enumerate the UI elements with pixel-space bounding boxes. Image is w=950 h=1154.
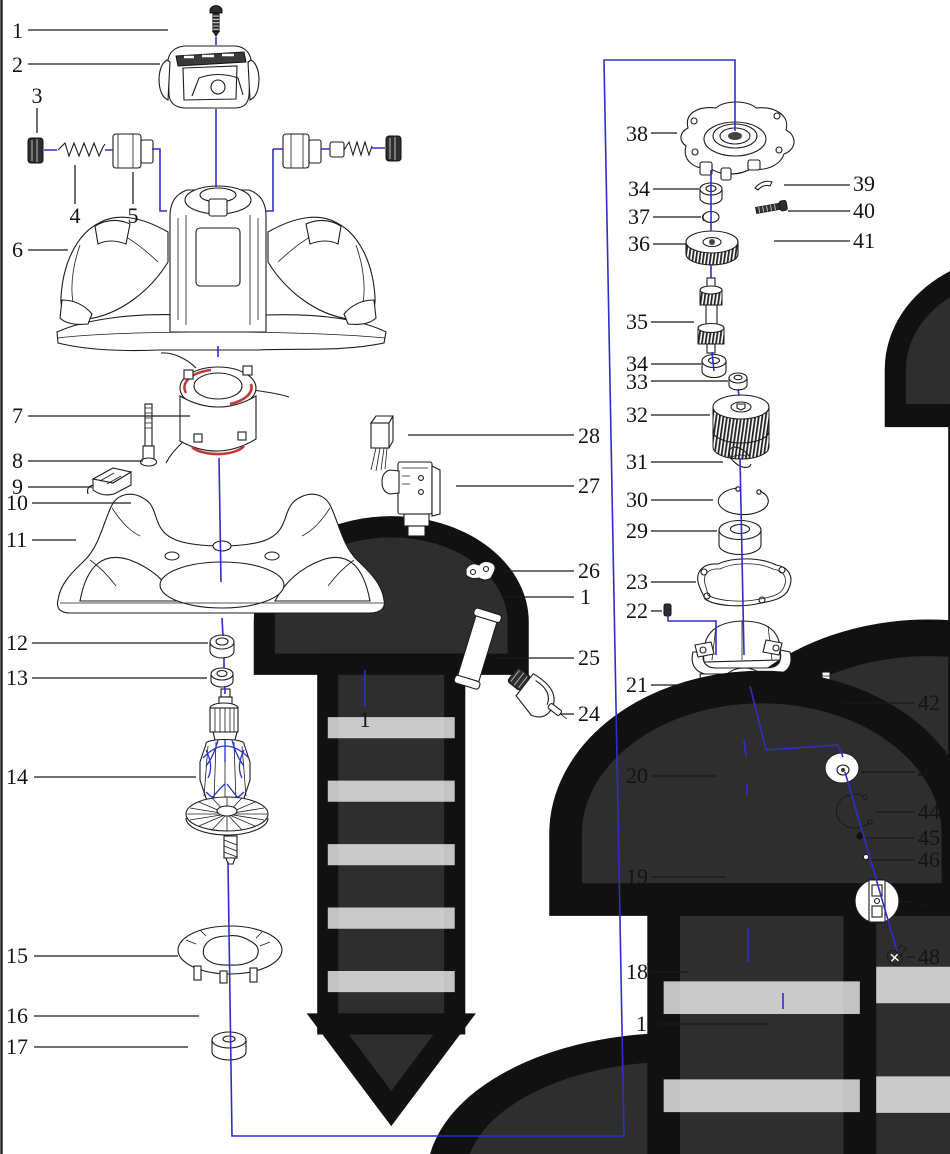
callout-10: 10 [6,490,28,515]
part-43-knob-disc [824,752,860,784]
part-8-long-screw [139,403,158,467]
callout-37: 37 [628,204,650,229]
part-22-pin [663,603,672,617]
callout-32: 32 [626,402,648,427]
part-30-circlip [717,486,769,516]
callout-27: 27 [578,473,600,498]
part-24-power-plug [507,667,567,720]
callout-21: 21 [626,672,648,697]
callout-48: 48 [918,944,940,969]
callout-19: 19 [626,864,648,889]
part-31-c-washer [728,446,752,468]
part-4-brush-spring-right [329,140,373,158]
callout-1c: 1 [580,584,591,609]
callout-46: 46 [918,847,940,872]
callout-labels: 1 2 3 4 5 6 7 8 9 10 11 12 13 14 15 16 1… [6,18,940,1059]
callout-28: 28 [578,423,600,448]
callout-16: 16 [6,1003,28,1028]
callout-42: 42 [918,690,940,715]
callout-41: 41 [853,228,875,253]
part-28-capacitor [369,415,394,472]
part-23-gasket [697,558,792,607]
assembly-axes [44,37,898,1137]
callout-44: 44 [918,799,940,824]
callout-25: 25 [578,645,600,670]
callout-20: 20 [626,763,648,788]
part-1-screw-top [209,5,223,37]
part-2-top-cover [158,45,260,109]
part-13-bearing [210,667,234,688]
part-48-screw [886,944,907,966]
axis-knob-chain [844,771,898,952]
part-29-bearing [718,519,762,556]
axis-housing-to-knob [749,685,844,758]
callout-6: 6 [12,237,23,262]
part-3-brush-cap-right [385,135,402,162]
callout-43: 43 [918,759,940,784]
callout-30: 30 [626,487,648,512]
leader-lines [28,29,915,1048]
callout-12: 12 [6,630,28,655]
part-3-brush-cap [27,137,44,164]
part-35-pinion-shaft [697,277,725,354]
callout-22: 22 [626,598,648,623]
part-25-cord-sleeve [453,607,502,690]
part-12-bearing [209,634,235,659]
callout-15: 15 [6,943,28,968]
callout-4: 4 [70,203,81,228]
callout-1d: 1 [636,1011,647,1036]
callout-17: 17 [6,1034,28,1059]
callout-1b: 1 [360,707,371,732]
callout-29: 29 [626,518,648,543]
part-39-spring-pin [754,180,773,191]
callout-1a: 1 [12,18,23,43]
callout-31: 31 [626,449,648,474]
callout-9: 9 [12,474,23,499]
part-40-threaded-pin [755,199,788,214]
callout-13: 13 [6,665,28,690]
callout-11: 11 [6,527,27,552]
callout-18: 18 [626,959,648,984]
callout-47: 47 [918,889,940,914]
axis-main-loop [227,59,736,1137]
part-44-c-clip [835,793,873,829]
part-46-ball-small [862,853,870,861]
callout-26: 26 [578,558,600,583]
part-7-field-coil [160,352,290,464]
part-6-upper-housing [56,185,387,352]
part-5-brush-holder-right [282,133,322,169]
part-5-brush-holder [112,133,154,169]
part-9-bracket [87,467,133,496]
callout-2: 2 [12,52,23,77]
callout-8: 8 [12,448,23,473]
callout-39: 39 [853,171,875,196]
callout-45: 45 [918,825,940,850]
callout-7: 7 [12,403,23,428]
callout-35: 35 [626,309,648,334]
part-14-armature [185,688,269,865]
callout-38: 38 [626,121,648,146]
callout-34b: 34 [626,351,648,376]
part-45-ball [856,832,864,840]
part-17-spacer [211,1031,247,1061]
callout-34a: 34 [628,176,650,201]
part-47-knob [854,878,900,924]
part-33-bush [728,372,748,391]
part-32-gear [712,394,770,460]
part-26-cord-clamp [465,560,496,581]
callout-40: 40 [853,198,875,223]
part-4-brush-spring [57,141,106,158]
callout-33: 33 [626,369,648,394]
callout-5: 5 [128,203,139,228]
callout-3: 3 [32,83,43,108]
callout-23: 23 [626,569,648,594]
callout-14: 14 [6,764,28,789]
callout-36: 36 [628,231,650,256]
callout-24: 24 [578,701,600,726]
part-36-gear [685,230,739,266]
part-27-switch [381,461,441,537]
part-38-gear-cover [680,101,795,181]
